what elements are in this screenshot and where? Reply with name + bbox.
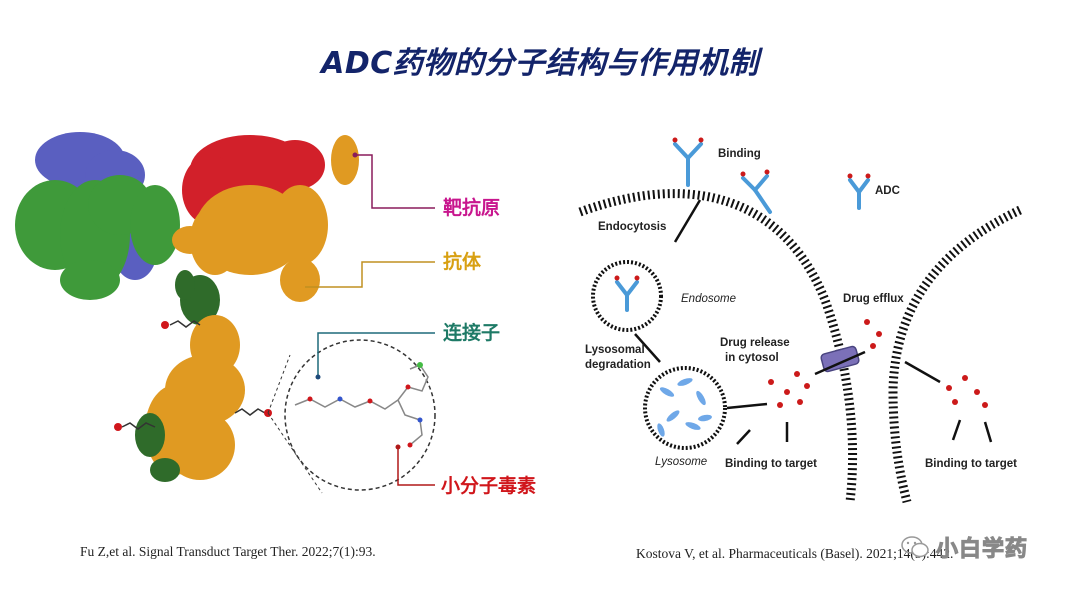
wechat-icon: [901, 536, 929, 558]
slide-title: ADC药物的分子结构与作用机制: [321, 46, 759, 81]
callout-antibody: [305, 261, 435, 288]
adc-icon-binding-2: [741, 174, 772, 214]
watermark: 小白学药: [900, 532, 1029, 563]
label-lysosomal-2: degradation: [585, 359, 651, 371]
linker-chains: [121, 320, 266, 430]
label-binding: Binding: [718, 148, 761, 160]
label-drug-efflux: Drug efflux: [843, 293, 904, 305]
small-antigen-fragment: [331, 135, 359, 185]
callout-linker: [317, 332, 435, 377]
label-binding-to-target-1: Binding to target: [725, 458, 817, 470]
label-adc: ADC: [875, 185, 900, 197]
label-drug-release-2: in cytosol: [725, 352, 779, 364]
label-payload: 小分子毒素: [441, 474, 536, 497]
adc-icon-legend: [848, 178, 870, 210]
label-antibody: 抗体: [443, 250, 482, 273]
label-target-antigen: 靶抗原: [443, 196, 500, 219]
mechanism-svg: Binding ADC Endocytosis Endosome Lysosom…: [578, 137, 1022, 504]
antibody-fc-region: [145, 315, 245, 480]
adc-structure-svg: 靶抗原 抗体 连接子 小分子毒素: [15, 132, 536, 497]
adc-payload-dots: [614, 137, 871, 281]
label-endosome: Endosome: [681, 293, 736, 305]
label-endocytosis: Endocytosis: [598, 221, 666, 233]
adc-icon-binding-1: [673, 142, 703, 187]
adc-structure-diagram: 靶抗原 抗体 连接子 小分子毒素: [10, 115, 570, 525]
process-arrows: [634, 199, 993, 445]
antibody-green-domain: [15, 175, 180, 300]
released-drug-dots: [768, 319, 988, 408]
label-lysosome: Lysosome: [655, 456, 707, 468]
citation-left: Fu Z,et al. Signal Transduct Target Ther…: [80, 544, 376, 559]
adc-mechanism-diagram: Binding ADC Endocytosis Endosome Lysosom…: [575, 130, 1045, 505]
lysosome-contents: [657, 378, 712, 437]
label-linker: 连接子: [443, 321, 500, 344]
antibody-hinge: [175, 270, 220, 325]
label-lysosomal-1: Lysosomal: [585, 344, 645, 356]
molecule-atoms: [307, 362, 423, 448]
cell-membrane-left: [578, 189, 858, 503]
antibody-fc-green: [135, 413, 180, 482]
callout-target-antigen: [355, 154, 435, 209]
antibody-upper-arm: [172, 185, 328, 302]
adc-icon-endosome: [615, 280, 639, 312]
label-binding-to-target-2: Binding to target: [925, 458, 1017, 470]
callout-payload: [397, 447, 435, 486]
zoom-circle: [284, 339, 436, 491]
label-drug-release-1: Drug release: [720, 337, 790, 349]
watermark-text: 小白学药: [935, 537, 1029, 563]
citation-right: Kostova V, et al. Pharmaceuticals (Basel…: [636, 546, 954, 561]
cell-membrane-right: [888, 205, 1022, 504]
